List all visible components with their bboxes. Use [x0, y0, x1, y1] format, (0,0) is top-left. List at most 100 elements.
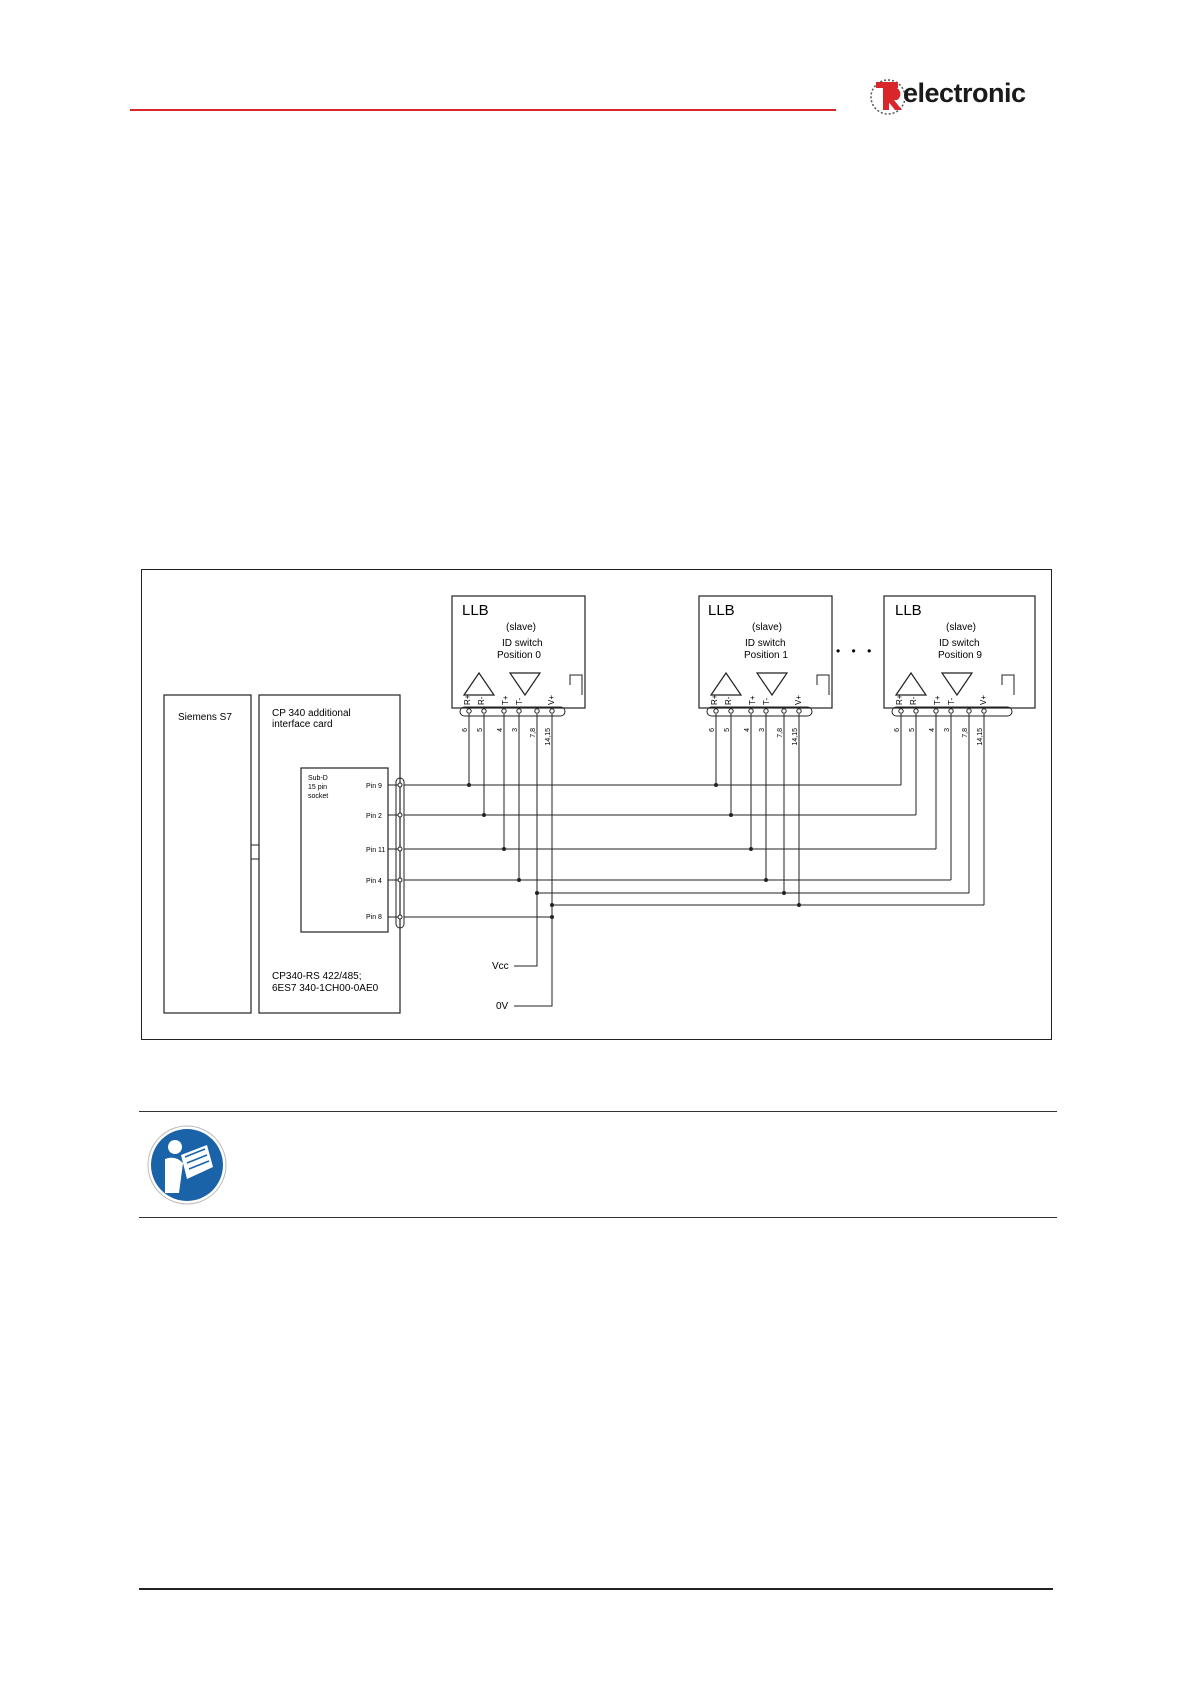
ground-icon — [1001, 674, 1015, 695]
pin-label-11: Pin 11 — [366, 847, 385, 854]
slave-0-position: Position 0 — [497, 650, 541, 661]
receiver-icon — [709, 671, 743, 696]
terminal-label: 14,15 — [545, 728, 552, 746]
slave-1-role: (slave) — [752, 622, 782, 633]
slave-0-title: LLB — [462, 602, 489, 619]
pin-label-4: Pin 4 — [366, 878, 382, 885]
vcc-label: Vcc — [492, 961, 509, 972]
terminal-label: 6 — [709, 728, 716, 732]
logo-brand-text: electronic — [903, 78, 1026, 108]
terminal-label: 5 — [724, 728, 731, 732]
terminal-label: 14,15 — [977, 728, 984, 746]
wiring-diagram-frame — [141, 569, 1052, 1040]
pin-label-2: Pin 2 — [366, 813, 382, 820]
slave-1-title: LLB — [708, 602, 735, 619]
terminal-label: 3 — [512, 728, 519, 732]
signal-label: T+ — [501, 695, 510, 705]
signal-label: T+ — [748, 695, 757, 705]
transmitter-icon — [508, 672, 542, 697]
terminal-point — [933, 708, 939, 714]
slave-0: LLB (slave) ID switch Position 0 — [451, 595, 586, 709]
slave-0-role: (slave) — [506, 622, 536, 633]
terminal-point — [763, 708, 769, 714]
more-slaves-ellipsis: • • • — [836, 644, 875, 658]
pin-label-9: Pin 9 — [366, 783, 382, 790]
slave-9-switch: ID switch — [939, 638, 980, 649]
note-bottom-rule — [139, 1217, 1057, 1218]
terminal-point — [713, 708, 719, 714]
plc-block — [163, 694, 252, 1014]
terminal-point — [898, 708, 904, 714]
signal-label: R+ — [895, 694, 904, 705]
interface-card-block — [258, 694, 401, 1014]
footer-rule — [139, 1588, 1053, 1590]
terminal-point — [728, 708, 734, 714]
plc-label: Siemens S7 — [178, 712, 232, 723]
terminal-label: 14,15 — [792, 728, 799, 746]
terminal-point — [516, 708, 522, 714]
terminal-strip — [459, 706, 566, 717]
signal-label: R- — [477, 696, 486, 705]
slave-9-title: LLB — [895, 602, 922, 619]
terminal-label: 6 — [894, 728, 901, 732]
signal-label: R+ — [710, 694, 719, 705]
ground-icon — [569, 674, 583, 695]
slave-1-position: Position 1 — [744, 650, 788, 661]
terminal-label: 7,8 — [777, 728, 784, 738]
slave-1: LLB (slave) ID switch Position 1 — [698, 595, 833, 709]
module-label-line1: CP340-RS 422/485; — [272, 971, 362, 982]
terminal-point — [948, 708, 954, 714]
terminal-point — [966, 708, 972, 714]
master-connector-bar — [395, 777, 405, 929]
note-top-rule — [139, 1111, 1057, 1112]
receiver-icon — [894, 671, 928, 696]
socket-label-line1: Sub-D — [308, 775, 328, 782]
signal-label: T- — [762, 698, 771, 705]
signal-label: R+ — [463, 694, 472, 705]
signal-label: V+ — [547, 695, 556, 705]
terminal-strip — [891, 706, 1013, 717]
ground-icon — [816, 674, 830, 695]
signal-label: V+ — [794, 695, 803, 705]
slave-9-position: Position 9 — [938, 650, 982, 661]
vcc-feed — [514, 893, 538, 967]
slave-9-role: (slave) — [946, 622, 976, 633]
card-label-line2: interface card — [272, 719, 333, 730]
terminal-point — [748, 708, 754, 714]
socket-label-line3: socket — [308, 793, 328, 800]
terminal-point — [501, 708, 507, 714]
signal-label: T- — [947, 698, 956, 705]
module-label-line2: 6ES7 340-1CH00-0AE0 — [272, 983, 379, 994]
terminal-point — [466, 708, 472, 714]
terminal-label: 6 — [462, 728, 469, 732]
terminal-label: 3 — [759, 728, 766, 732]
terminal-point — [913, 708, 919, 714]
terminal-point — [534, 708, 540, 714]
terminal-point — [781, 708, 787, 714]
slave-1-switch: ID switch — [745, 638, 786, 649]
terminal-point — [796, 708, 802, 714]
terminal-label: 7,8 — [530, 728, 537, 738]
terminal-label: 7,8 — [962, 728, 969, 738]
terminal-label: 4 — [929, 728, 936, 732]
transmitter-icon — [755, 672, 789, 697]
signal-label: T- — [515, 698, 524, 705]
terminal-label: 3 — [944, 728, 951, 732]
terminal-point — [549, 708, 555, 714]
terminal-label: 4 — [497, 728, 504, 732]
signal-label: T+ — [933, 695, 942, 705]
signal-label: V+ — [979, 695, 988, 705]
transmitter-icon — [940, 672, 974, 697]
zero-v-label: 0V — [496, 1001, 509, 1012]
slave-0-switch: ID switch — [502, 638, 543, 649]
socket-label-line2: 15 pin — [308, 784, 327, 791]
terminal-point — [981, 708, 987, 714]
signal-label: R- — [724, 696, 733, 705]
header-rule — [130, 109, 836, 111]
terminal-label: 5 — [909, 728, 916, 732]
read-manual-icon — [147, 1125, 227, 1205]
